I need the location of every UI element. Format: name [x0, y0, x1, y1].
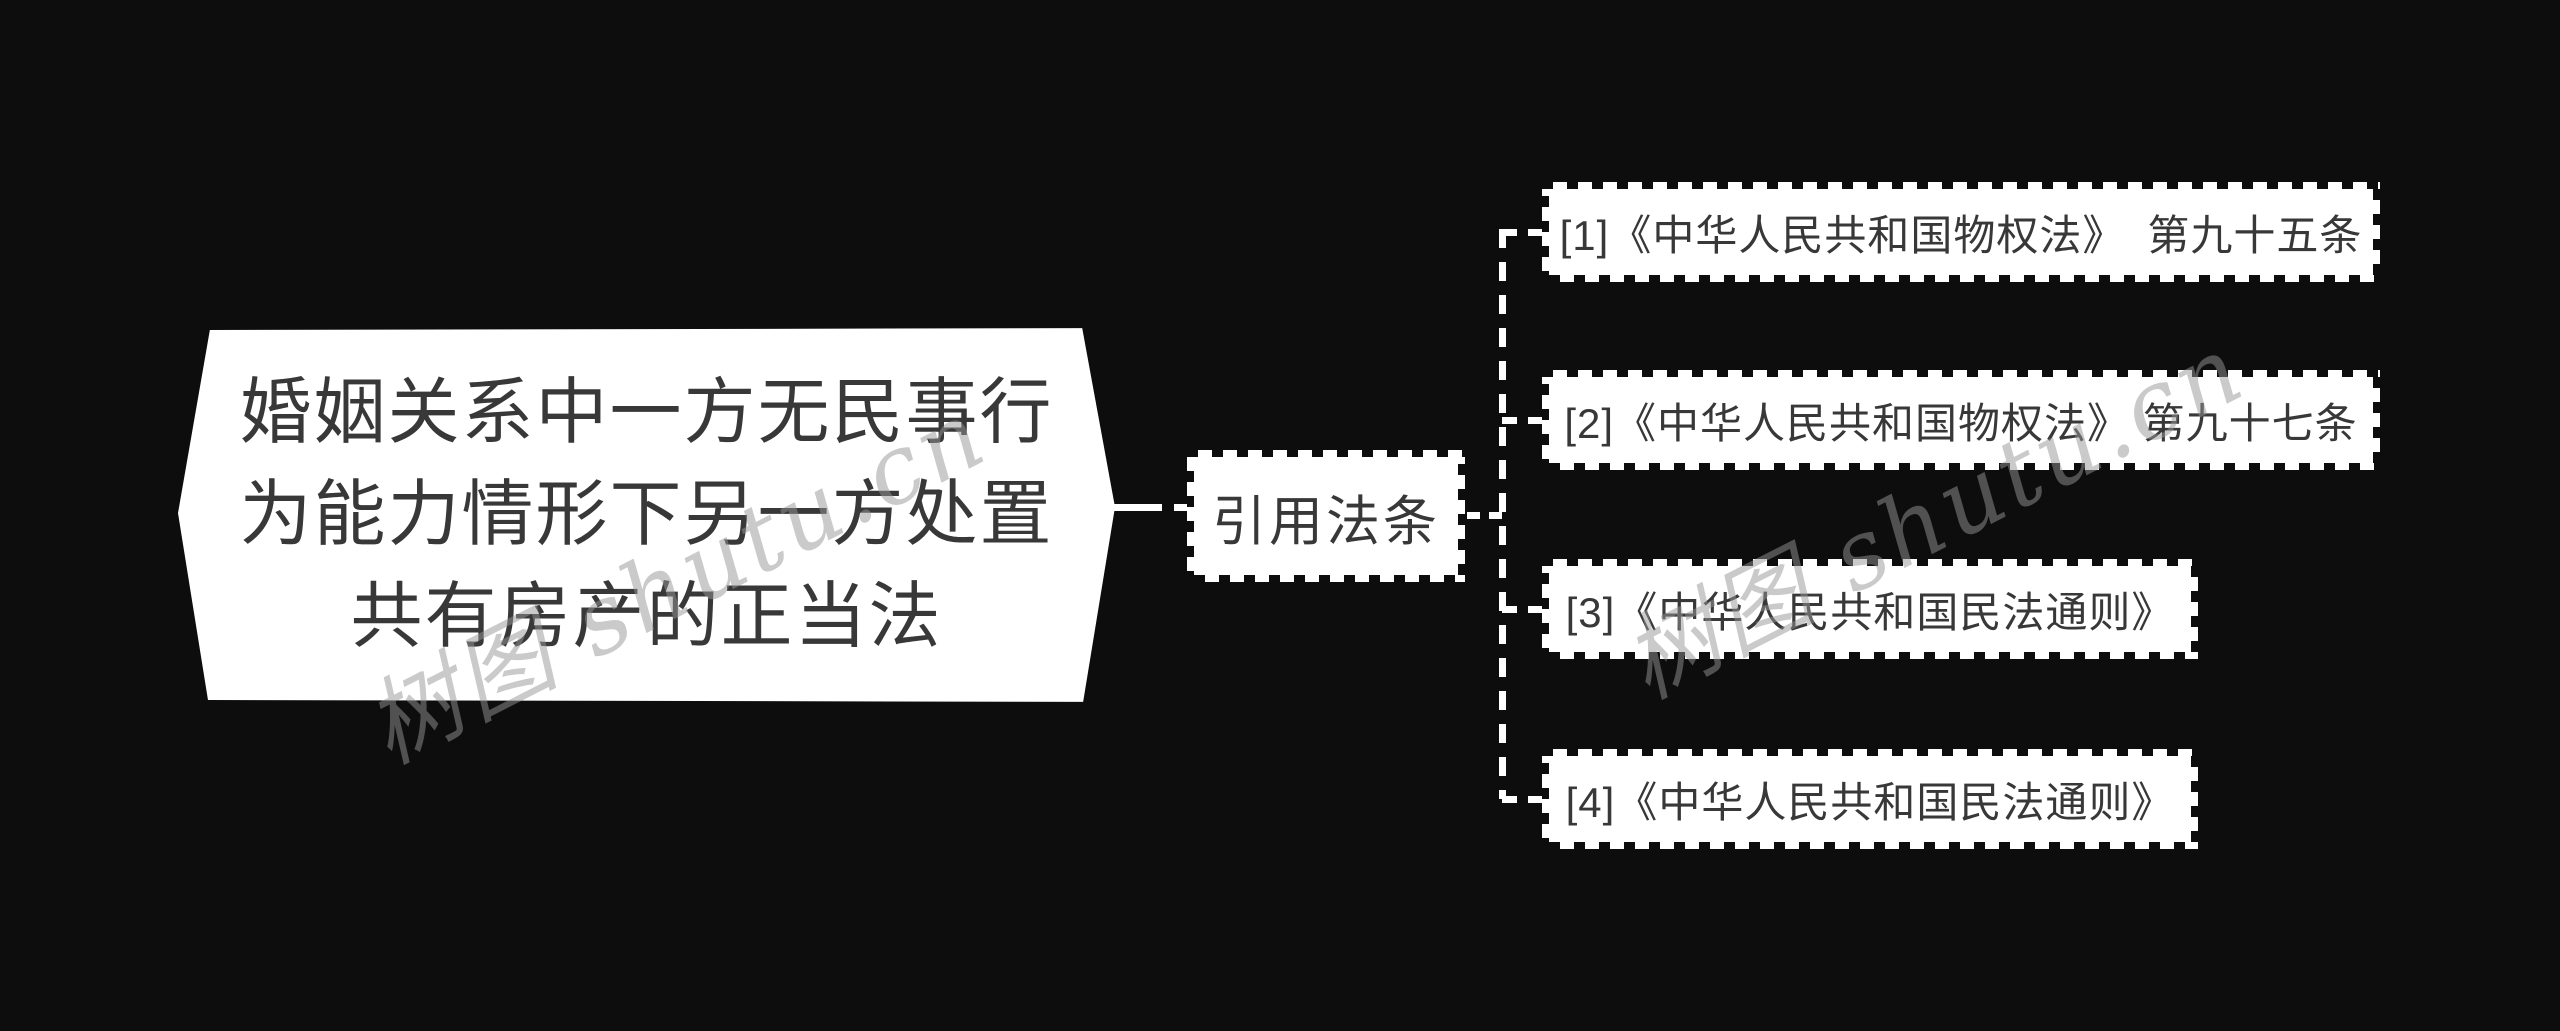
root-topic-text-line-3: 共有房产的正当法 [350, 577, 943, 657]
connector-branch-to-trunk [1467, 512, 1502, 519]
root-topic-text-line-1: 婚姻关系中一方无民事行 [239, 373, 1054, 453]
watermark: 树图 shutu.cn [1606, 313, 2263, 721]
root-topic-node[interactable]: 婚姻关系中一方无民事行 为能力情形下另一方处置 共有房产的正当法 [178, 328, 1115, 702]
reference-node-3-label: [3]《中华人民共和国民法通则》 [1565, 588, 2175, 636]
branch-node-label: 引用法条 [1212, 491, 1440, 552]
connector-stub-reference-3 [1502, 606, 1544, 613]
connector-stub-reference-2 [1502, 417, 1544, 424]
reference-node-2-label: [2]《中华人民共和国物权法》 第九十七条 [1564, 399, 2358, 447]
connector-root-to-branch [1110, 504, 1188, 511]
connector-stub-reference-4 [1502, 796, 1544, 803]
connector-stub-reference-1 [1502, 229, 1544, 236]
reference-node-4-label: [4]《中华人民共和国民法通则》 [1565, 778, 2175, 826]
connector-trunk-line [1499, 229, 1506, 799]
reference-node-2[interactable]: [2]《中华人民共和国物权法》 第九十七条 [1542, 370, 2380, 470]
reference-node-1[interactable]: [1]《中华人民共和国物权法》 第九十五条 [1542, 182, 2380, 282]
reference-node-3[interactable]: [3]《中华人民共和国民法通则》 [1542, 559, 2198, 659]
reference-node-1-label: [1]《中华人民共和国物权法》 第九十五条 [1559, 211, 2363, 259]
reference-node-4[interactable]: [4]《中华人民共和国民法通则》 [1542, 749, 2198, 849]
branch-node-citations[interactable]: 引用法条 [1187, 450, 1465, 582]
root-topic-text-line-2: 为能力情形下另一方处置 [239, 475, 1054, 555]
